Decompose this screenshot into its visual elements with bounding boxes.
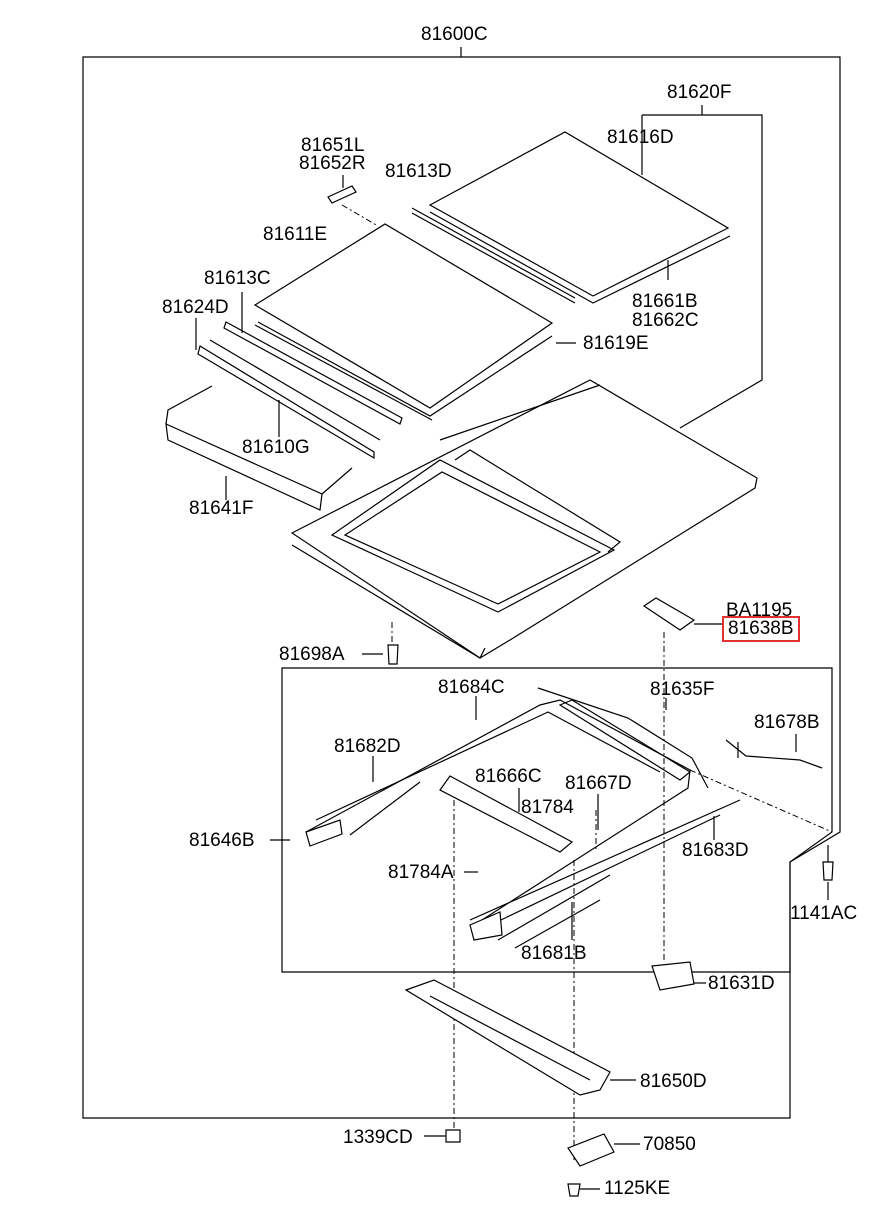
label-BA1195: BA1195 bbox=[726, 600, 793, 621]
label-81641F: 81641F bbox=[189, 498, 254, 519]
label-81638B-highlighted: 81638B bbox=[722, 616, 800, 642]
deflector-clip bbox=[327, 175, 379, 227]
label-1339CD: 1339CD bbox=[343, 1127, 413, 1148]
frame-subassembly-box bbox=[281, 667, 833, 973]
label-81620F: 81620F bbox=[667, 82, 732, 103]
label-81652R: 81652R bbox=[299, 153, 366, 174]
roof-panel bbox=[290, 379, 758, 659]
label-81635F: 81635F bbox=[650, 679, 715, 700]
label-81662C: 81662C bbox=[632, 310, 699, 331]
bracket-81638B bbox=[642, 597, 722, 960]
label-81683D: 81683D bbox=[682, 840, 749, 861]
label-81667D: 81667D bbox=[565, 773, 632, 794]
label-1125KE: 1125KE bbox=[604, 1178, 671, 1199]
label-81681B: 81681B bbox=[521, 943, 587, 964]
glass-panel bbox=[411, 131, 731, 304]
label-81650D: 81650D bbox=[640, 1071, 707, 1092]
label-1141AC: 1141AC bbox=[790, 903, 858, 924]
label-81631D: 81631D bbox=[708, 973, 775, 994]
sunshade-panel bbox=[253, 223, 554, 421]
label-81624D: 81624D bbox=[162, 297, 229, 318]
label-81611E: 81611E bbox=[263, 224, 328, 245]
label-81661B: 81661B bbox=[632, 291, 698, 312]
label-81684C: 81684C bbox=[438, 677, 505, 698]
reinforcement bbox=[404, 979, 636, 1096]
label-81682D: 81682D bbox=[334, 736, 401, 757]
label-81600C: 81600C bbox=[421, 24, 488, 45]
bracket-70850 bbox=[567, 1133, 640, 1167]
label-81610G: 81610G bbox=[242, 437, 310, 458]
wind-deflector bbox=[165, 385, 353, 511]
label-81613D: 81613D bbox=[385, 161, 452, 182]
bolt-1141AC bbox=[822, 845, 834, 900]
label-81698A: 81698A bbox=[279, 644, 345, 665]
label-81666C: 81666C bbox=[475, 766, 542, 787]
sunroof-frame bbox=[305, 687, 741, 949]
label-81651L: 81651L bbox=[301, 135, 365, 156]
label-81613C: 81613C bbox=[204, 268, 271, 289]
nut-1339CD bbox=[424, 1129, 461, 1143]
label-81619E: 81619E bbox=[583, 333, 649, 354]
label-70850: 70850 bbox=[643, 1134, 696, 1155]
label-81646B: 81646B bbox=[189, 830, 255, 851]
label-81784: 81784 bbox=[521, 797, 574, 818]
label-81678B: 81678B bbox=[754, 712, 820, 733]
label-81784A: 81784A bbox=[388, 862, 454, 883]
label-81616D: 81616D bbox=[607, 127, 674, 148]
motor bbox=[651, 961, 706, 991]
bolt-1125KE bbox=[567, 1183, 600, 1197]
